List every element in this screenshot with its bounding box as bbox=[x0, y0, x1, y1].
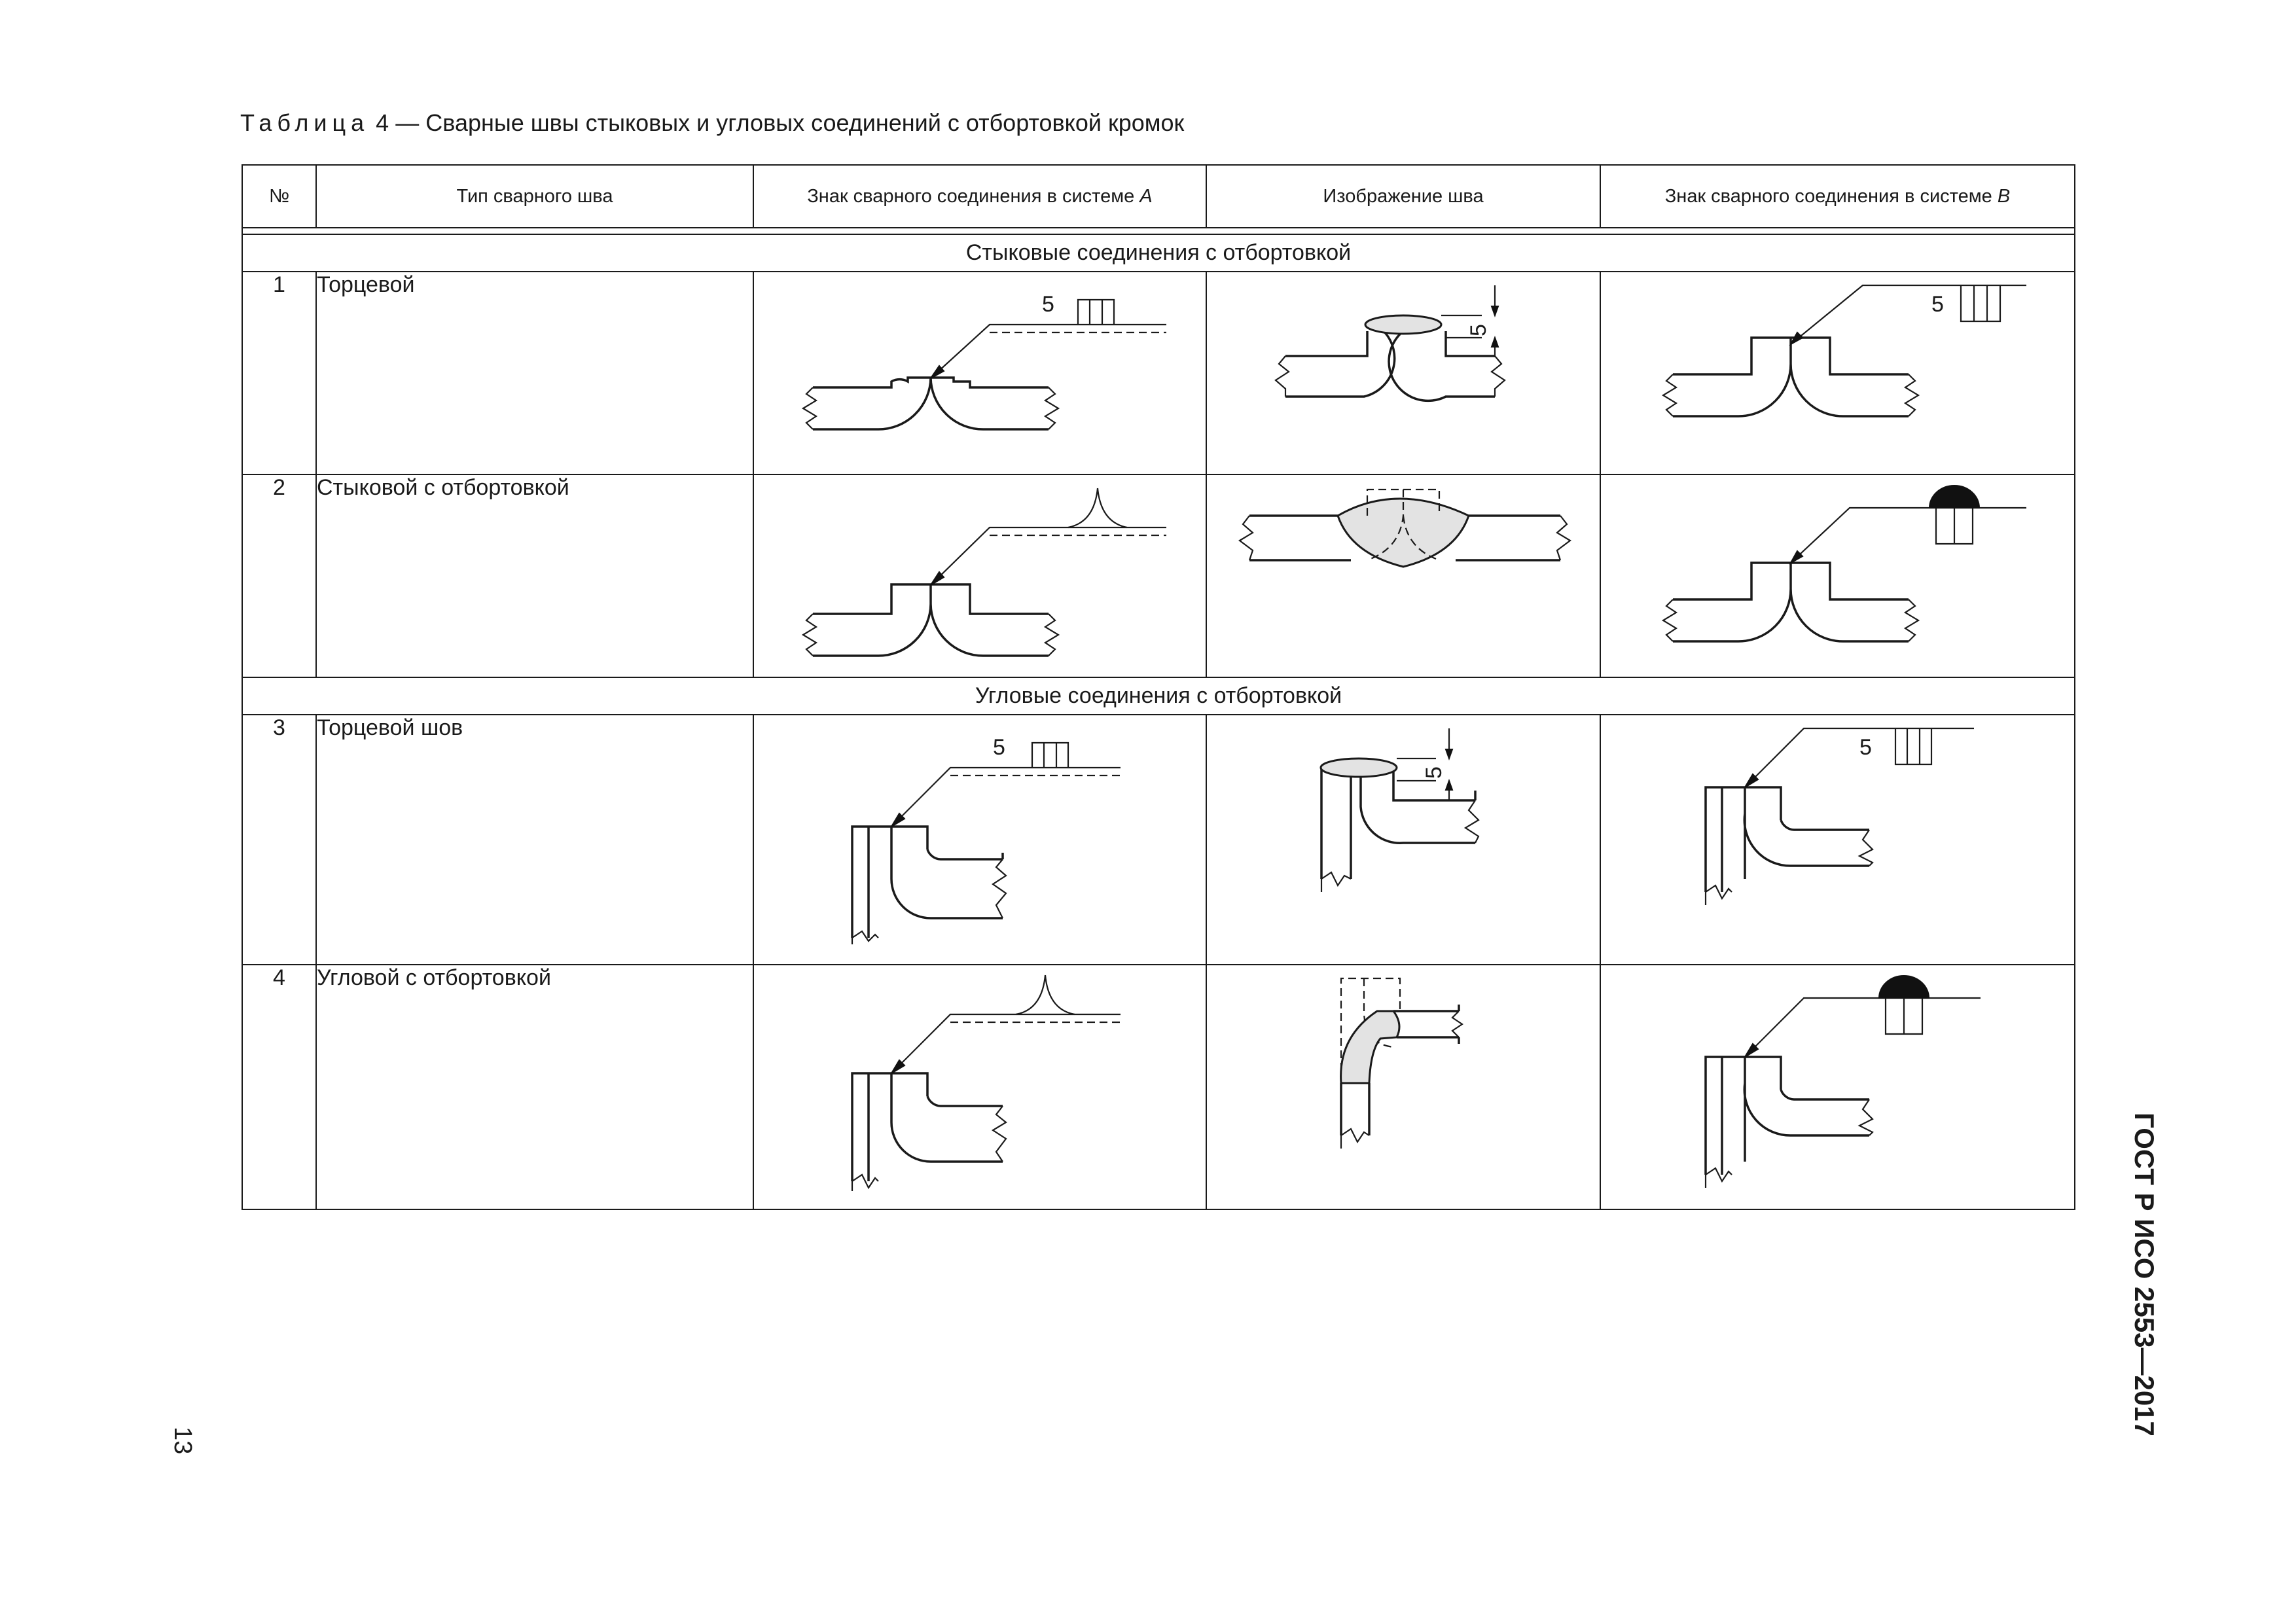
butt-flange-joint-drawing-icon bbox=[1661, 485, 2026, 643]
header-system-a: Знак сварного соединения в системе A bbox=[753, 164, 1207, 228]
size-label: 5 bbox=[1422, 766, 1446, 779]
row-number: 1 bbox=[242, 271, 317, 475]
weld-image-icon: 5 bbox=[1274, 285, 1506, 402]
standard-designation: ГОСТ Р ИСО 2553—2017 bbox=[2129, 1113, 2160, 1436]
caption-title: — Сварные швы стыковых и угловых соедине… bbox=[395, 109, 1185, 136]
weld-image-icon bbox=[1238, 488, 1571, 568]
header-system-b-text: Знак сварного соединения в системе bbox=[1664, 185, 1992, 207]
header-system-a-text: Знак сварного соединения в системе bbox=[807, 185, 1135, 207]
header-system-b: Знак сварного соединения в системе B bbox=[1600, 164, 2075, 228]
size-label: 5 bbox=[993, 735, 1005, 760]
table-row: 2 Стыковой с отбортовкой bbox=[242, 474, 2075, 678]
row-number: 4 bbox=[242, 964, 317, 1210]
row-type: Стыковой с отбортовкой bbox=[315, 474, 754, 678]
row-number: 3 bbox=[242, 714, 317, 965]
size-label: 5 bbox=[1931, 292, 1944, 317]
butt-flange-joint-drawing-icon bbox=[801, 488, 1166, 657]
butt-flange-joint-icon bbox=[801, 376, 1060, 431]
row-type: Торцевой bbox=[315, 271, 754, 475]
symbol-b-cell: 5 bbox=[1600, 271, 2075, 475]
symbol-a-cell bbox=[753, 964, 1207, 1210]
header-type: Тип сварного шва bbox=[315, 164, 754, 228]
section-corner-title: Угловые соединения с отбортовкой bbox=[242, 677, 2075, 715]
image-cell: 5 bbox=[1206, 271, 1601, 475]
header-system-a-letter: A bbox=[1139, 185, 1153, 207]
symbol-a-cell: 5 bbox=[753, 271, 1207, 475]
section-butt-title: Стыковые соединения с отбортовкой bbox=[242, 234, 2075, 272]
symbol-a-cell bbox=[753, 474, 1207, 678]
butt-flange-joint-drawing-icon: 5 bbox=[801, 292, 1166, 431]
weld-image-icon: 5 bbox=[1319, 728, 1480, 892]
caption-prefix: Таблица bbox=[240, 109, 370, 136]
header-system-b-letter: B bbox=[1997, 185, 2011, 207]
corner-flange-joint-drawing-icon: 5 bbox=[1704, 727, 1974, 905]
image-cell bbox=[1206, 474, 1601, 678]
section-corner: Угловые соединения с отбортовкой bbox=[242, 677, 2075, 715]
corner-flange-joint-drawing-icon: 5 bbox=[851, 735, 1121, 944]
image-cell bbox=[1206, 964, 1601, 1210]
corner-flange-joint-drawing-icon bbox=[1704, 975, 1981, 1188]
symbol-b-cell: 5 bbox=[1600, 714, 2075, 965]
row-type: Угловой с отбортовкой bbox=[315, 964, 754, 1210]
header-row: № Тип сварного шва Знак сварного соедине… bbox=[242, 164, 2075, 228]
caption-number: 4 bbox=[376, 109, 389, 136]
size-label: 5 bbox=[1042, 292, 1054, 317]
weld-image-icon bbox=[1340, 977, 1463, 1149]
size-label: 5 bbox=[1466, 324, 1491, 336]
table-row: 1 Торцевой 5 5 bbox=[242, 271, 2075, 475]
weld-table: № Тип сварного шва Знак сварного соедине… bbox=[242, 164, 2075, 1210]
corner-flange-joint-drawing-icon bbox=[851, 974, 1121, 1191]
butt-flange-joint-drawing-icon: 5 bbox=[1661, 284, 2026, 418]
row-type: Торцевой шов bbox=[315, 714, 754, 965]
size-label: 5 bbox=[1859, 735, 1872, 760]
page-number: 13 bbox=[169, 1427, 196, 1455]
header-double-rule bbox=[242, 227, 2075, 235]
section-butt: Стыковые соединения с отбортовкой bbox=[242, 234, 2075, 272]
header-image: Изображение шва bbox=[1206, 164, 1601, 228]
table-row: 3 Торцевой шов 5 5 bbox=[242, 714, 2075, 965]
symbol-b-cell bbox=[1600, 474, 2075, 678]
header-num: № bbox=[242, 164, 317, 228]
double-rule-cell bbox=[242, 227, 2075, 235]
symbol-b-cell bbox=[1600, 964, 2075, 1210]
row-number: 2 bbox=[242, 474, 317, 678]
image-cell: 5 bbox=[1206, 714, 1601, 965]
table-row: 4 Угловой с отбортовкой bbox=[242, 964, 2075, 1210]
table-caption: Таблица 4 — Сварные швы стыковых и углов… bbox=[240, 109, 1184, 137]
symbol-a-cell: 5 bbox=[753, 714, 1207, 965]
